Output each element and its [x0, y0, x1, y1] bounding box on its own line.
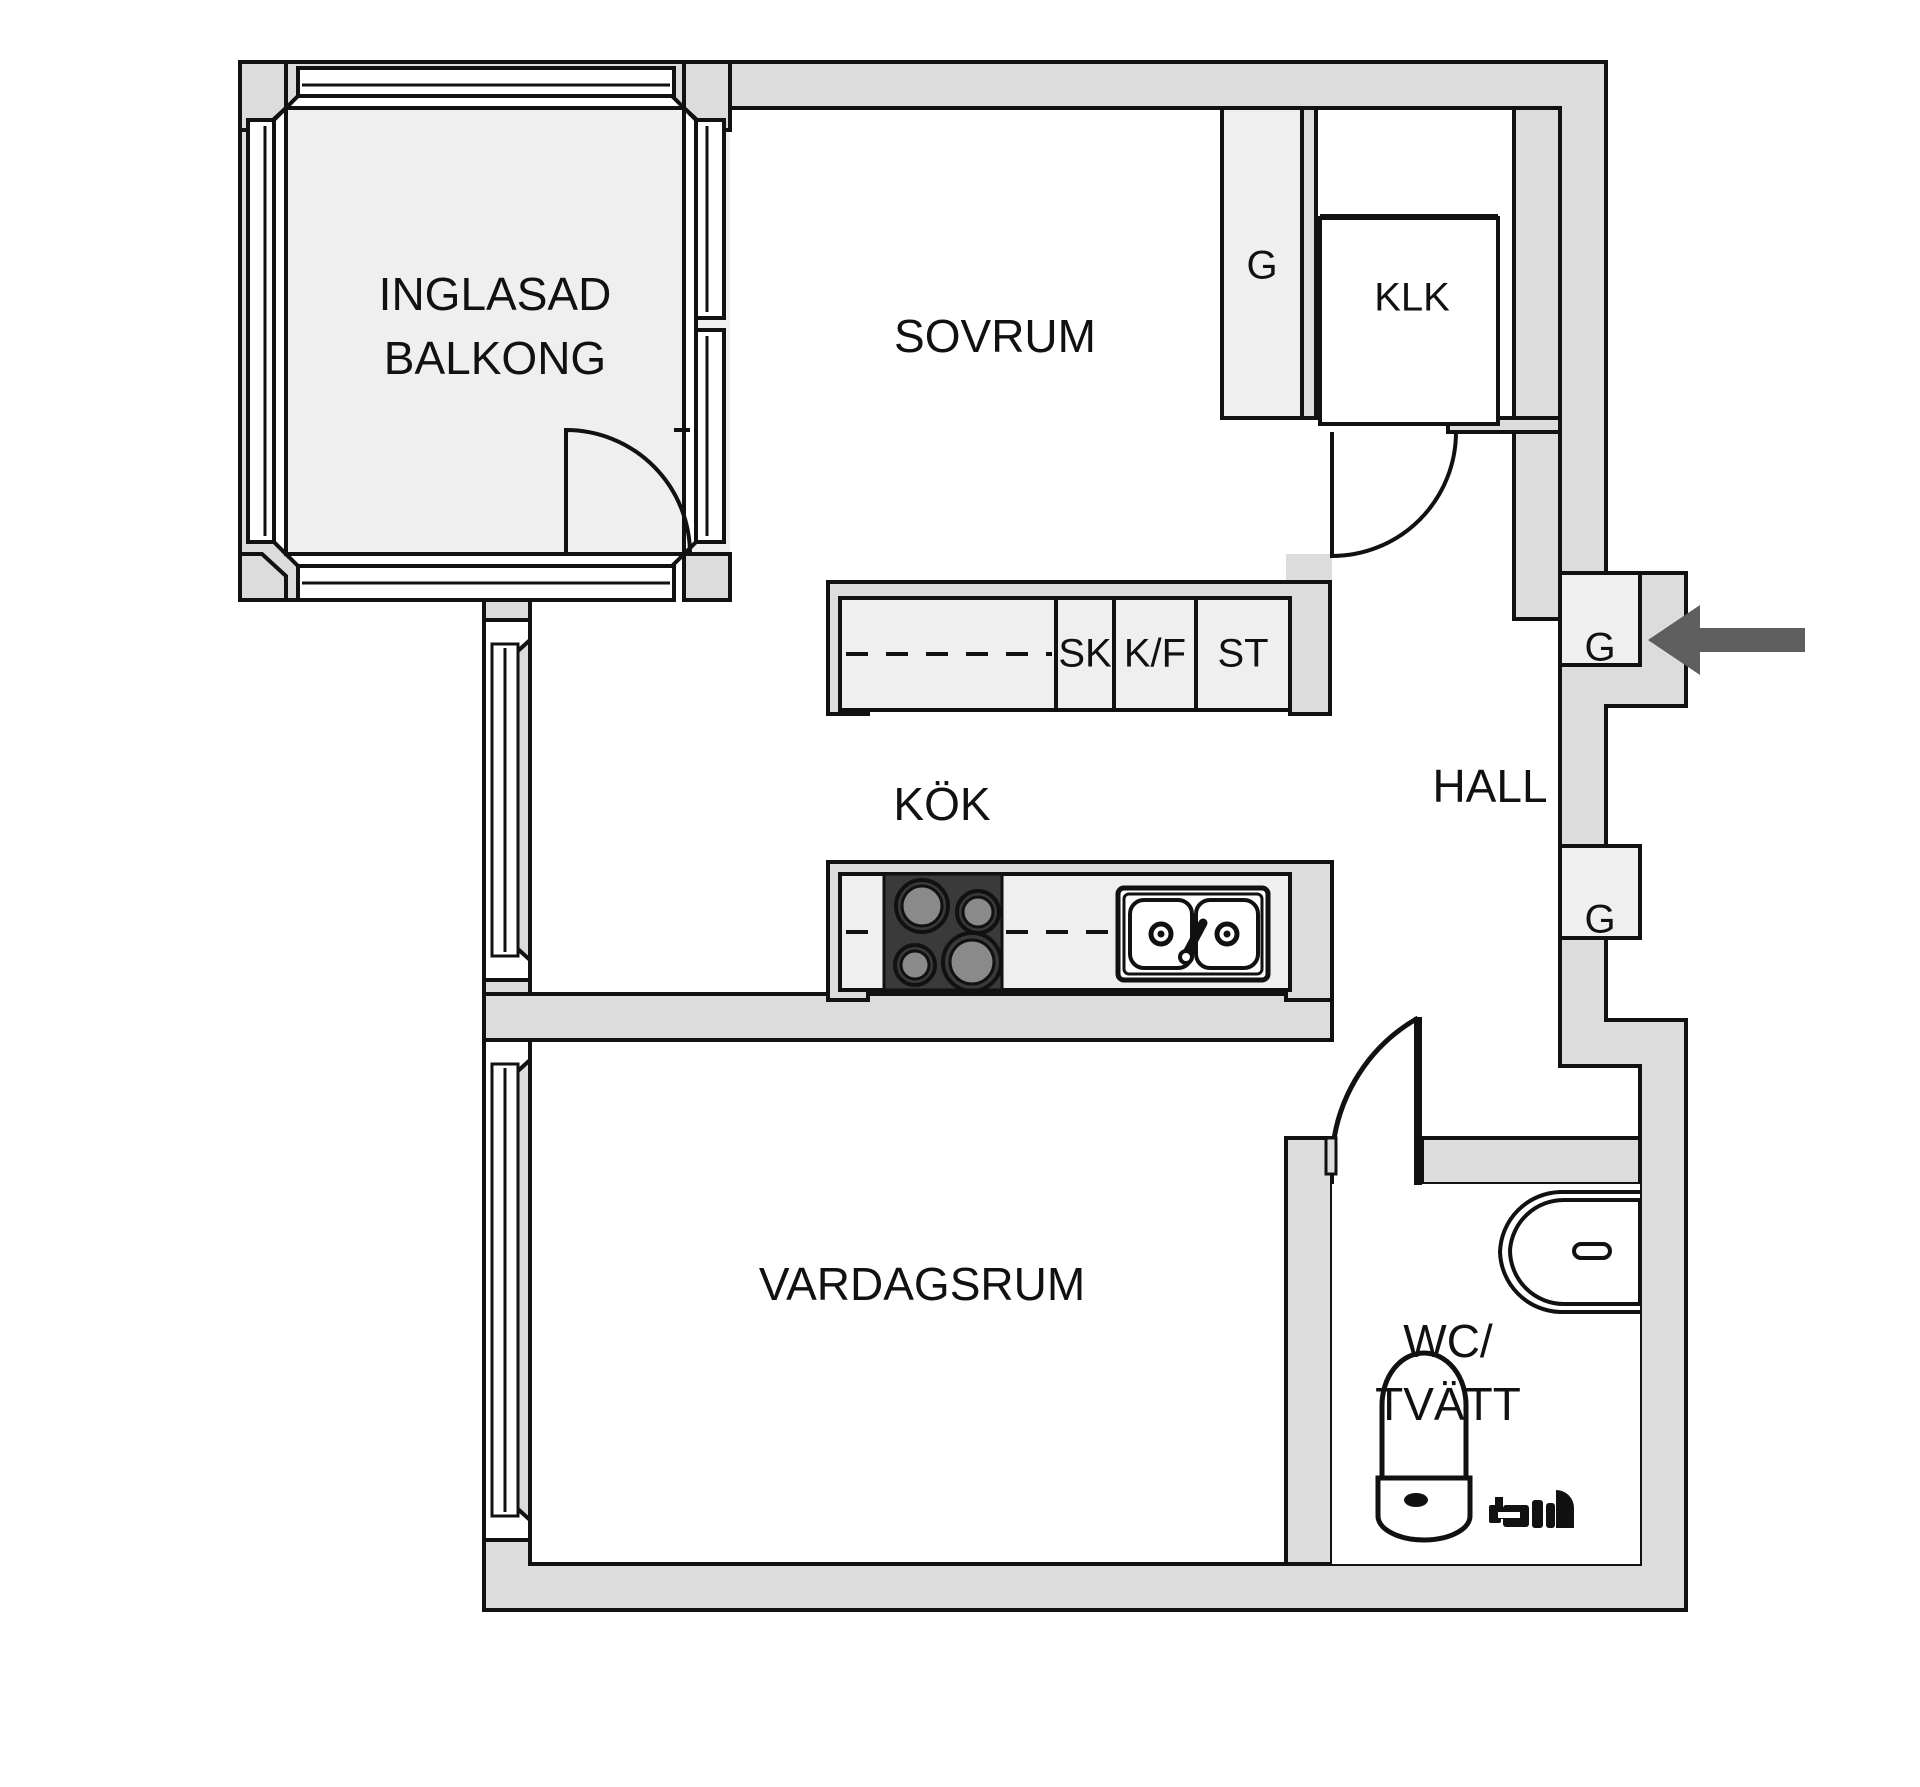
- burner-icon: [941, 931, 1003, 993]
- bathroom-door-swing: [1324, 1015, 1422, 1185]
- balcony-glazing-left: [246, 103, 288, 559]
- sink-drain-icon: [1148, 921, 1174, 947]
- burner-icon: [893, 943, 937, 987]
- kitchen-upper-cabinets[interactable]: SK K/F ST: [826, 580, 1332, 716]
- wall-kitchen-living: [482, 992, 1334, 1042]
- bathroom-interior: [1332, 1184, 1642, 1564]
- toilet[interactable]: [1375, 1350, 1473, 1543]
- kitchen-double-sink[interactable]: [1115, 885, 1271, 983]
- cabinet-st-box[interactable]: [1194, 596, 1292, 712]
- washbasin-counter: [1497, 1190, 1640, 1314]
- bathroom-door-leaf[interactable]: [1414, 1017, 1422, 1185]
- toilet-cistern: [1375, 1475, 1473, 1543]
- room-label-bathroom-line1: WC/: [1403, 1315, 1493, 1367]
- room-label-hall: HALL: [1432, 760, 1547, 812]
- closet-bedroom-g[interactable]: G: [1220, 106, 1304, 420]
- room-labels: INGLASAD BALKONG SOVRUM KÖK HALL VARDAGS…: [379, 268, 1548, 1430]
- room-label-balcony-line2: BALKONG: [384, 332, 606, 384]
- living-room-window-lower: [482, 1038, 532, 1542]
- burner-icon: [894, 878, 950, 934]
- wall-bathroom-top: [1420, 1136, 1642, 1186]
- closet-hall-g-lower[interactable]: G: [1558, 844, 1642, 942]
- burner-icon: [948, 938, 996, 986]
- balcony-structure: [238, 60, 732, 602]
- stove-cooktop[interactable]: [882, 872, 1004, 993]
- closet-hall-g-upper-box: [1558, 571, 1642, 667]
- entrance-arrow-shape: [1648, 605, 1805, 675]
- closet-bedroom-g-box: [1220, 106, 1304, 420]
- sink-drain-icon: [1214, 921, 1240, 947]
- burner-icon: [961, 895, 995, 929]
- walkin-closet-klk[interactable]: KLK: [1314, 106, 1516, 559]
- interior-walls: [482, 106, 1642, 1566]
- balcony-glazing-right: [682, 103, 726, 559]
- cabinet-sk-label: SK: [1058, 632, 1112, 676]
- cabinet-st-label: ST: [1217, 632, 1268, 676]
- kitchen-lower-counter[interactable]: [826, 860, 1334, 1002]
- closet-hall-g-lower-label: G: [1584, 898, 1615, 942]
- bathroom-door-hinge: [1324, 1136, 1338, 1176]
- wall-bathroom-left: [1284, 1136, 1334, 1566]
- klk-label: KLK: [1374, 276, 1450, 320]
- room-label-kitchen: KÖK: [893, 778, 990, 830]
- balcony-glazing-bottom: [281, 552, 689, 602]
- room-label-balcony-line1: INGLASAD: [379, 268, 612, 320]
- closet-hall-g-upper-label: G: [1584, 626, 1615, 670]
- wall-bedroom-hall: [1512, 106, 1562, 621]
- burner-icon: [899, 949, 931, 981]
- sink-drain-icon: [1223, 930, 1231, 938]
- sink-faucet-icon: [1182, 918, 1208, 958]
- living-room-window-upper: [482, 618, 532, 982]
- washbasin-faucet-icon: [1572, 1242, 1612, 1260]
- balcony-glazing-top: [281, 66, 689, 110]
- klk-door-swing-arc: [1330, 431, 1458, 559]
- bathroom-washbasin[interactable]: [1497, 1190, 1642, 1314]
- klk-door-leaf-fill: [1324, 222, 1494, 420]
- sink-drain-icon: [1157, 930, 1165, 938]
- room-label-livingroom: VARDAGSRUM: [759, 1258, 1085, 1310]
- room-label-bedroom: SOVRUM: [894, 310, 1096, 362]
- room-label-bathroom-line2: TVÄTT: [1375, 1378, 1521, 1430]
- balcony-door-swing: [564, 427, 692, 555]
- balcony-floor: [286, 108, 730, 554]
- bathroom-door-arc: [1329, 1015, 1420, 1169]
- entrance-arrow: [1648, 605, 1805, 675]
- closet-hall-g-lower-box: [1558, 844, 1642, 940]
- cabinet-kf-label: K/F: [1124, 632, 1186, 676]
- balcony-frame-corner-bl: [238, 552, 288, 602]
- toilet-flush-icon: [1404, 1493, 1428, 1507]
- laundry-connection: [1489, 1490, 1574, 1528]
- cabinet-sk-box[interactable]: [1054, 596, 1116, 712]
- wall-node-balcony-right: [682, 552, 732, 602]
- wall-closet-divider: [1300, 106, 1318, 420]
- closet-bedroom-g-label: G: [1246, 244, 1277, 288]
- sink-faucet-base-icon: [1178, 949, 1194, 965]
- closet-hall-g-upper[interactable]: G: [1558, 571, 1642, 670]
- burner-icon: [900, 884, 944, 928]
